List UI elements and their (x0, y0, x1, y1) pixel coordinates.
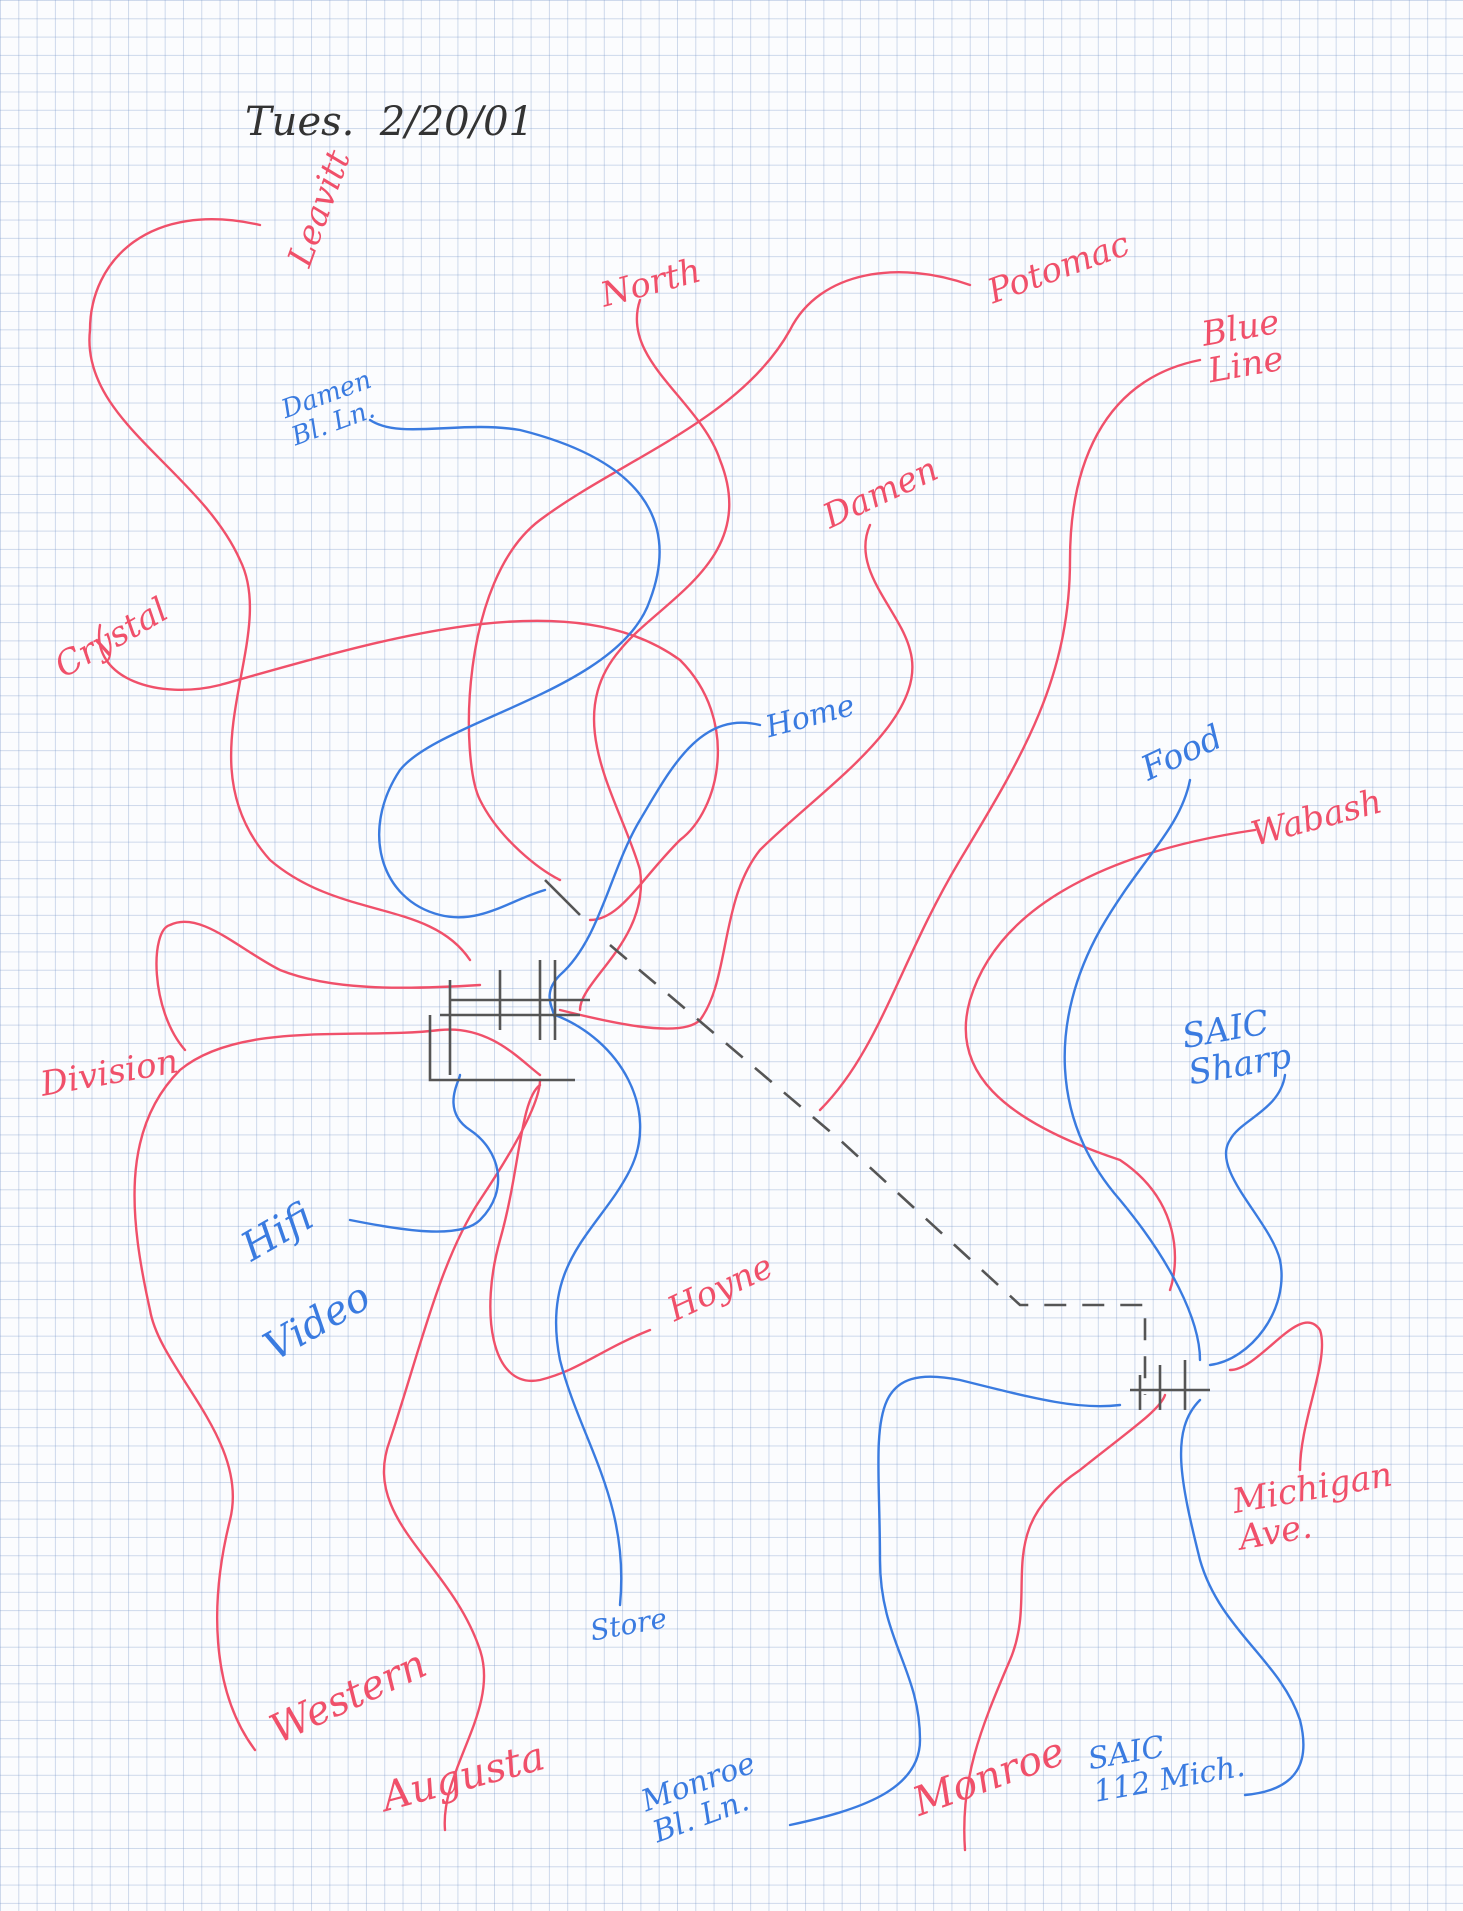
western-street-line (133, 1028, 542, 1752)
hoyne-street-line (489, 1083, 652, 1383)
saic-sharp-path (1208, 1073, 1287, 1367)
wabash-street-line (964, 828, 1257, 1292)
north-street-line (578, 298, 731, 1012)
damen-blue-line-path (368, 418, 661, 919)
label-blue-line: Blue Line (1198, 301, 1287, 392)
potomac-street-line (467, 271, 972, 882)
home-path (548, 721, 762, 1022)
division-street-line (155, 920, 482, 1052)
date-note: Tues. 2/20/01 (245, 99, 534, 145)
blue-line-street-line (818, 358, 1202, 1112)
route-dashed (609, 944, 1147, 1395)
leavitt-street-line (88, 218, 472, 962)
monroe-street-line (963, 1393, 1167, 1852)
crystal-street-line (97, 619, 720, 922)
damen-street-line (558, 523, 914, 1030)
monroe-blue-line-path (788, 1375, 1122, 1827)
food-path (1063, 778, 1202, 1362)
route-grid-left (428, 879, 590, 1082)
saic-112-path (1179, 1398, 1305, 1797)
augusta-street-line (382, 1078, 542, 1832)
route-grid-right (1130, 1360, 1210, 1410)
store-path (553, 1013, 642, 1607)
michigan-street-line (1228, 1321, 1324, 1472)
hifi-video-path (348, 1073, 500, 1233)
